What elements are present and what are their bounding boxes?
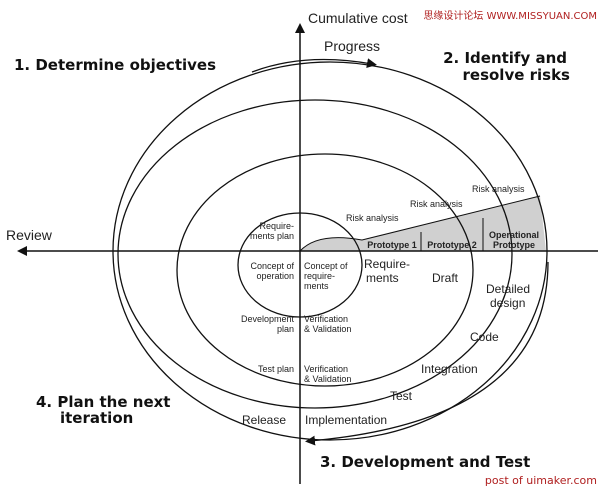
quadrant-4-title-line1: 4. Plan the next — [36, 393, 170, 411]
review-label: Review — [6, 227, 53, 243]
quadrant-2-title-line2: resolve risks — [463, 66, 571, 84]
quadrant-4-title-line2: iteration — [60, 409, 133, 427]
spiral-end-arrow — [305, 261, 549, 446]
spiral-ring-third — [176, 153, 474, 387]
test-plan-label: Test plan — [258, 364, 294, 374]
release-label: Release — [242, 413, 286, 427]
prototype-2-label: Prototype 2 — [427, 240, 477, 250]
development-plan-line2: plan — [277, 324, 294, 334]
test-label: Test — [390, 389, 413, 403]
detailed-design-line2: design — [490, 296, 525, 310]
concept-requirements-line3: ments — [304, 281, 329, 291]
concept-operation-line1: Concept of — [250, 261, 294, 271]
draft-label: Draft — [432, 271, 459, 285]
verification-validation-1-line2: & Validation — [304, 324, 351, 334]
quadrant-1-title: 1. Determine objectives — [14, 56, 216, 74]
cost-wedge-edge — [299, 195, 541, 252]
integration-label: Integration — [421, 362, 478, 376]
concept-operation-line2: operation — [256, 271, 294, 281]
progress-arrow — [251, 58, 377, 73]
implementation-label: Implementation — [305, 413, 387, 427]
watermark-bottom: post of uimaker.com — [485, 474, 597, 487]
requirements-plan-line2: ments plan — [250, 231, 294, 241]
verification-validation-2-line2: & Validation — [304, 374, 351, 384]
risk-analysis-label-1: Risk analysis — [346, 213, 399, 223]
verification-validation-1-line1: Verification — [304, 314, 348, 324]
requirements-line1: Require- — [364, 257, 410, 271]
watermark-top: 思缘设计论坛 WWW.MISSYUAN.COM — [423, 9, 597, 22]
requirements-plan-line1: Require- — [259, 221, 294, 231]
risk-analysis-label-3: Risk analysis — [472, 184, 525, 194]
requirements-line2: ments — [366, 271, 399, 285]
code-label: Code — [470, 330, 499, 344]
detailed-design-line1: Detailed — [486, 282, 530, 296]
quadrant-3-title: 3. Development and Test — [320, 453, 530, 471]
progress-label: Progress — [324, 38, 380, 54]
spiral-ring-second — [117, 99, 513, 409]
operational-prototype-line1: Operational — [489, 230, 539, 240]
cumulative-cost-label: Cumulative cost — [308, 10, 408, 26]
quadrant-2-title-line1: 2. Identify and — [443, 49, 567, 67]
prototype-1-label: Prototype 1 — [367, 240, 417, 250]
verification-validation-2-line1: Verification — [304, 364, 348, 374]
development-plan-line1: Development — [241, 314, 295, 324]
operational-prototype-line2: Prototype — [493, 240, 535, 250]
concept-requirements-line1: Concept of — [304, 261, 348, 271]
concept-requirements-line2: require- — [304, 271, 335, 281]
risk-analysis-label-2: Risk analysis — [410, 199, 463, 209]
